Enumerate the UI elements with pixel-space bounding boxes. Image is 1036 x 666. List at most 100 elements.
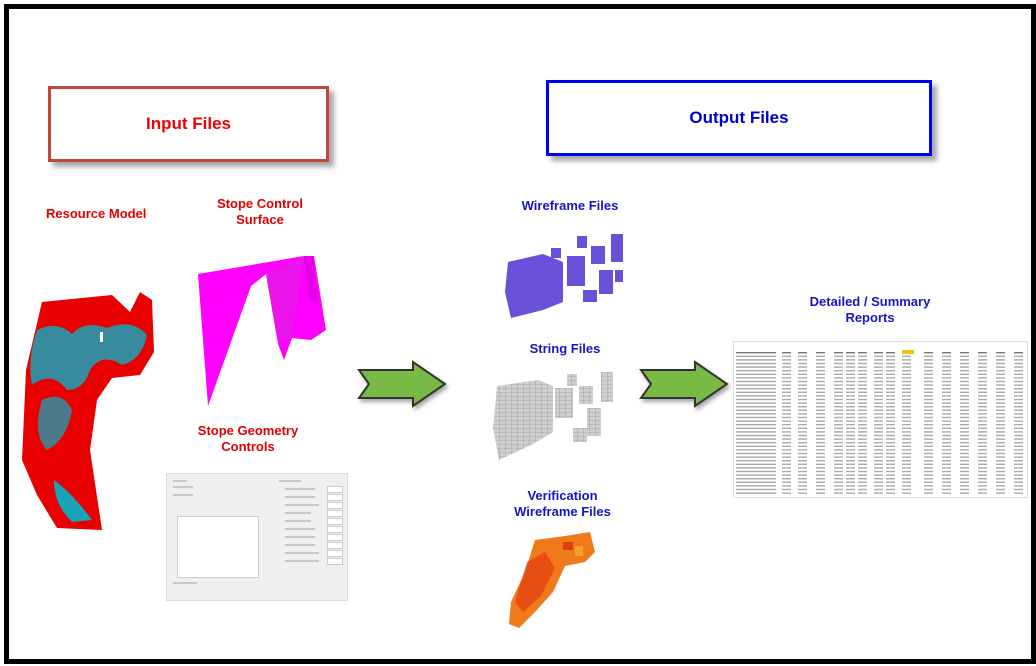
report-cell (996, 409, 1005, 411)
report-cell (816, 380, 825, 383)
report-cell (874, 395, 883, 397)
report-cell (816, 431, 825, 433)
report-cell (816, 470, 825, 473)
report-cell (816, 409, 825, 411)
report-cell (996, 460, 1005, 462)
report-cell (846, 359, 855, 361)
report-cell (816, 395, 825, 397)
report-cell (1014, 463, 1023, 465)
report-cell (782, 366, 791, 368)
report-cell (902, 416, 911, 419)
report-cell (816, 402, 825, 404)
report-cell (858, 416, 867, 419)
report-cell (996, 402, 1005, 404)
report-cell (924, 485, 933, 487)
report-cell (960, 492, 969, 494)
report-cell (798, 362, 807, 365)
report-cell (846, 424, 855, 426)
report-cell (846, 413, 855, 415)
report-cell (816, 413, 825, 415)
panel-field (327, 486, 343, 493)
report-cell (816, 492, 825, 494)
report-cell (886, 398, 895, 401)
report-cell (886, 366, 895, 368)
report-cell (858, 488, 867, 491)
report-cell (798, 359, 807, 361)
report-cell (816, 434, 825, 437)
report-cell (846, 481, 855, 483)
report-cell (942, 438, 951, 440)
report-cell (996, 452, 1005, 455)
report-cell (924, 470, 933, 473)
report-cell (978, 442, 987, 444)
report-cell (846, 442, 855, 444)
report-cell (960, 395, 969, 397)
report-cell (886, 481, 895, 483)
wireframe-files-label: Wireframe Files (521, 198, 619, 213)
report-cell (858, 384, 867, 386)
report-cell (846, 452, 855, 455)
report-cell (1014, 470, 1023, 473)
report-cell (834, 373, 843, 375)
panel-field (327, 494, 343, 501)
report-cell (886, 488, 895, 491)
report-cell (942, 380, 951, 383)
report-cell (846, 373, 855, 375)
report-cell (942, 463, 951, 465)
report-cell (960, 355, 969, 357)
report-highlight-cell (902, 350, 914, 354)
report-cell (924, 445, 933, 447)
report-cell (834, 380, 843, 383)
report-cell (978, 420, 987, 422)
report-cell (942, 373, 951, 375)
report-cell (846, 355, 855, 357)
report-cell (924, 402, 933, 404)
report-cell (782, 395, 791, 397)
panel-text-line (285, 536, 315, 538)
report-cell (902, 445, 911, 447)
report-cell (782, 370, 791, 372)
report-cell (942, 355, 951, 357)
report-cell (902, 424, 911, 426)
report-cell (816, 420, 825, 422)
panel-field (327, 502, 343, 509)
report-cell (798, 384, 807, 386)
panel-field (327, 542, 343, 549)
report-cell (846, 406, 855, 408)
report-cell (924, 460, 933, 462)
report-cell (858, 485, 867, 487)
report-cell (1014, 391, 1023, 393)
report-cell (886, 470, 895, 473)
report-cell (1014, 373, 1023, 375)
report-cell (874, 391, 883, 393)
report-cell (736, 434, 776, 437)
report-cell (816, 463, 825, 465)
report-cell (902, 431, 911, 433)
report-cell (846, 384, 855, 386)
report-cell (902, 406, 911, 408)
report-cell (960, 485, 969, 487)
report-cell (924, 373, 933, 375)
report-cell (960, 438, 969, 440)
panel-text-line (285, 504, 319, 506)
report-cell (960, 391, 969, 393)
report-cell (886, 434, 895, 437)
report-cell (902, 474, 911, 476)
report-cell (834, 420, 843, 422)
report-cell (924, 434, 933, 437)
report-cell (942, 456, 951, 458)
panel-text-line (173, 582, 197, 584)
report-cell (924, 398, 933, 401)
report-cell (858, 434, 867, 437)
report-cell (1014, 409, 1023, 411)
report-cell (942, 424, 951, 426)
resource-model-image (22, 292, 154, 530)
report-cell (798, 373, 807, 375)
report-cell (978, 481, 987, 483)
report-cell (858, 413, 867, 415)
report-cell (942, 452, 951, 455)
report-cell (858, 373, 867, 375)
report-cell (960, 460, 969, 462)
report-cell (886, 420, 895, 422)
report-cell (1014, 416, 1023, 419)
